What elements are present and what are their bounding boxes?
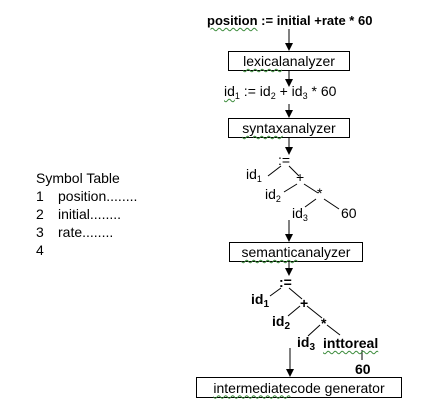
syntax-tree-times: * [317, 185, 323, 201]
syntax-tree-plus: + [296, 169, 305, 185]
token-assign: := [239, 83, 260, 99]
symbol-table-title: Symbol Table [36, 170, 120, 186]
syntax-analyzer-box: syntax analyzer [228, 118, 350, 138]
source-rest: := initial +rate * 60 [257, 13, 373, 28]
semantic-analyzer-box: semantic analyzer [229, 242, 363, 262]
source-statement: position := initial +rate * 60 [207, 14, 372, 27]
edge-semantic-times-id3 [307, 324, 321, 337]
token-id1-sub: 1 [234, 91, 240, 101]
lexical-analyzer-box: lexical analyzer [228, 51, 350, 71]
token-id1: id [224, 83, 235, 99]
edge-syntax-plus-id2 [283, 183, 298, 193]
token-rest: * 60 [307, 83, 337, 99]
syntax-tree-id3: id3 [292, 205, 308, 223]
syntax-tree-id1: id1 [246, 166, 262, 184]
edge-syntax-root-plus [288, 165, 300, 177]
syntax-rest: analyzer [282, 120, 336, 136]
token-stream: id1 := id2 + id3 * 60 [224, 84, 336, 101]
edge-semantic-plus-id2 [287, 305, 301, 317]
semantic-tree-inttoreal: inttoreal [323, 335, 379, 351]
intermediate-code-generator-box: intermediate code generator [196, 377, 402, 398]
semantic-word: semantic [241, 244, 298, 260]
lexical-word: lexical [243, 53, 282, 69]
intermediate-rest: code generator [290, 379, 385, 396]
token-id2-sub: 2 [270, 91, 276, 101]
edge-syntax-plus-times [303, 183, 319, 194]
edge-semantic-plus-times [306, 305, 323, 319]
edge-syntax-times-num [323, 198, 340, 210]
intermediate-word: intermediate [213, 379, 291, 396]
syntax-tree-root: := [278, 152, 291, 168]
semantic-rest: analyzer [297, 244, 351, 260]
edge-semantic-root-plus [288, 287, 303, 300]
token-id3: id [291, 83, 303, 99]
syntax-word: syntax [242, 120, 283, 136]
edge-semantic-times-conv [326, 324, 341, 336]
edge-semantic-root-id1 [269, 287, 282, 297]
symbol-table-row: 4 [36, 242, 44, 258]
token-id3-sub: 3 [302, 91, 308, 101]
semantic-tree-id2: id2 [272, 313, 291, 332]
semantic-tree-num: 60 [355, 361, 371, 377]
semantic-tree-id1: id1 [251, 291, 270, 310]
edge-syntax-times-id3 [304, 198, 317, 208]
semantic-tree-id3: id3 [297, 334, 316, 353]
edge-syntax-root-id1 [267, 165, 282, 177]
semantic-tree-times: * [321, 315, 327, 331]
source-word-position: position [207, 13, 258, 28]
semantic-tree-plus: + [300, 295, 309, 311]
token-id2: id [259, 83, 271, 99]
syntax-tree-num: 60 [341, 205, 357, 221]
semantic-tree-root: := [279, 274, 292, 290]
token-plus: + [275, 83, 292, 99]
lexical-rest: analyzer [281, 53, 335, 69]
syntax-tree-id2: id2 [265, 186, 281, 204]
